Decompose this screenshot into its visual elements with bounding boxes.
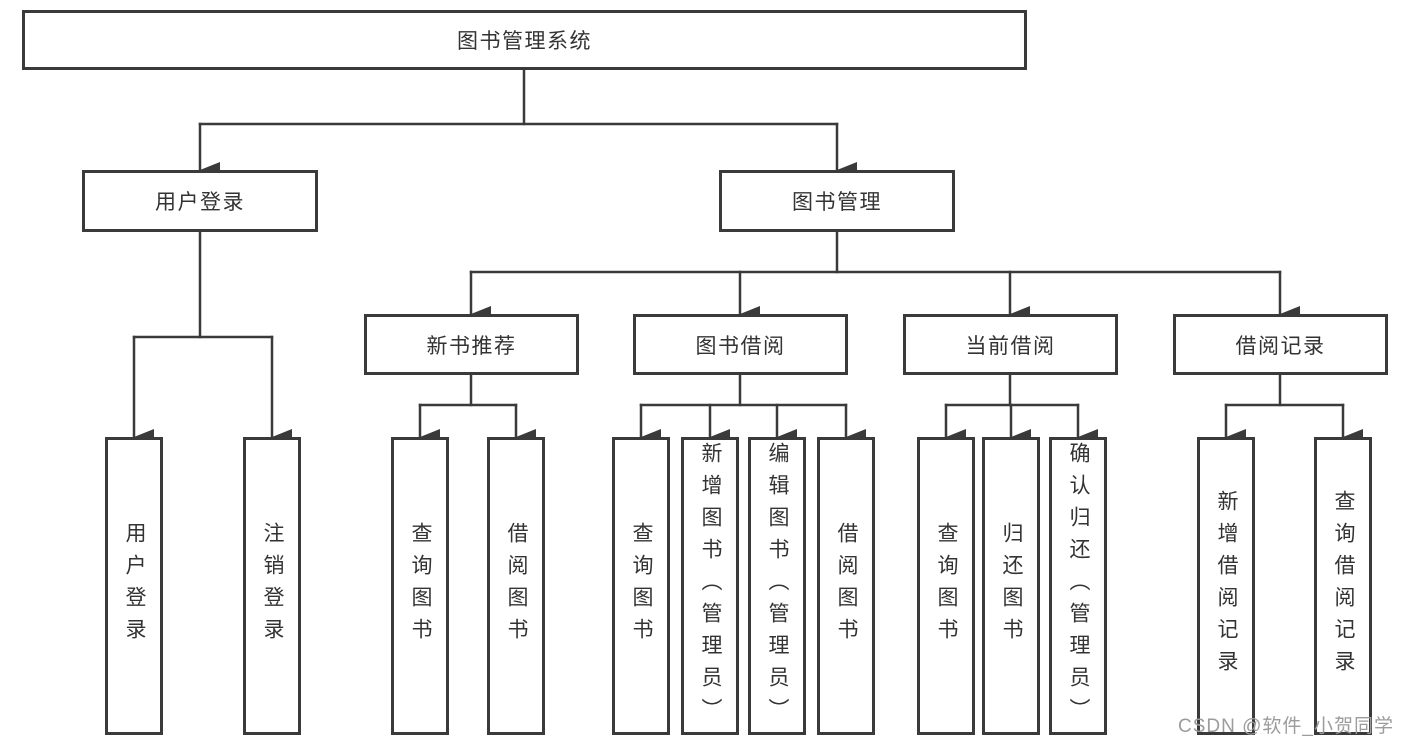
watermark-text: CSDN @软件_小贺同学 xyxy=(1178,716,1394,737)
node-new-book-recommend: 新书推荐 xyxy=(364,314,579,375)
leaf-borrowing-borrow-books: 借阅图书 xyxy=(817,437,875,735)
node-book-borrowing: 图书借阅 xyxy=(633,314,848,375)
leaf-borrowing-edit-books: 编辑图书（管理员） xyxy=(748,437,806,735)
node-book-management: 图书管理 xyxy=(719,170,955,232)
leaf-current-return-books: 归还图书 xyxy=(982,437,1040,735)
leaf-records-add-record: 新增借阅记录 xyxy=(1197,437,1255,735)
leaf-current-confirm-return: 确认归还（管理员） xyxy=(1049,437,1107,735)
leaf-current-query-books: 查询图书 xyxy=(917,437,975,735)
node-borrowing-records: 借阅记录 xyxy=(1173,314,1388,375)
node-current-borrowing: 当前借阅 xyxy=(903,314,1118,375)
leaf-records-query-record: 查询借阅记录 xyxy=(1314,437,1372,735)
node-user-login: 用户登录 xyxy=(82,170,318,232)
leaf-user-login: 用户登录 xyxy=(105,437,163,735)
leaf-recommend-borrow-books: 借阅图书 xyxy=(487,437,545,735)
leaf-borrowing-add-books: 新增图书（管理员） xyxy=(681,437,739,735)
leaf-logout: 注销登录 xyxy=(243,437,301,735)
leaf-borrowing-query-books: 查询图书 xyxy=(612,437,670,735)
leaf-recommend-query-books: 查询图书 xyxy=(391,437,449,735)
node-root: 图书管理系统 xyxy=(22,10,1027,70)
